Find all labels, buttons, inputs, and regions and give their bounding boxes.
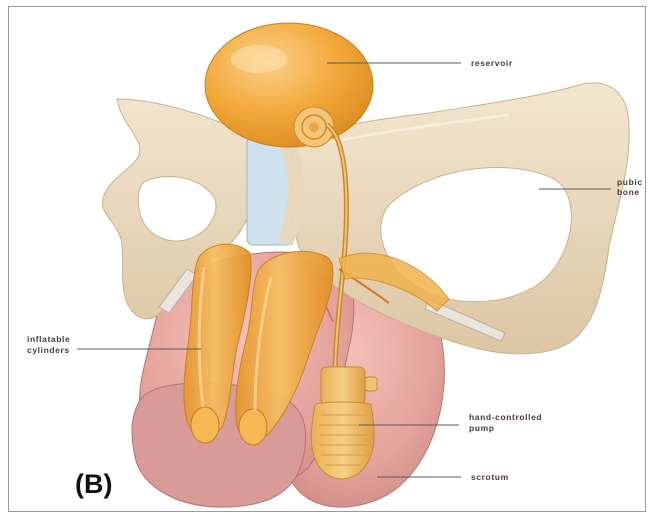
pubic-bone-label-line2: bone [617, 187, 640, 197]
implant-diagram: reservoir pubic bone inflatable cylinder… [9, 7, 645, 511]
pubic-bone-label-line1: pubic [617, 177, 643, 187]
cylinders-label-line1: inflatable [27, 334, 70, 344]
pump-bulb [311, 402, 374, 479]
scrotum-label: scrotum [471, 472, 509, 482]
cylinders-label-line2: cylinders [27, 345, 70, 355]
diagram-frame: reservoir pubic bone inflatable cylinder… [8, 6, 646, 512]
reservoir [205, 23, 373, 147]
reservoir-label: reservoir [471, 58, 513, 68]
pump-label-line1: hand-controlled [469, 412, 542, 422]
pump-valve [321, 367, 365, 405]
panel-label: (B) [75, 469, 112, 499]
pump-label-line2: pump [469, 423, 495, 433]
